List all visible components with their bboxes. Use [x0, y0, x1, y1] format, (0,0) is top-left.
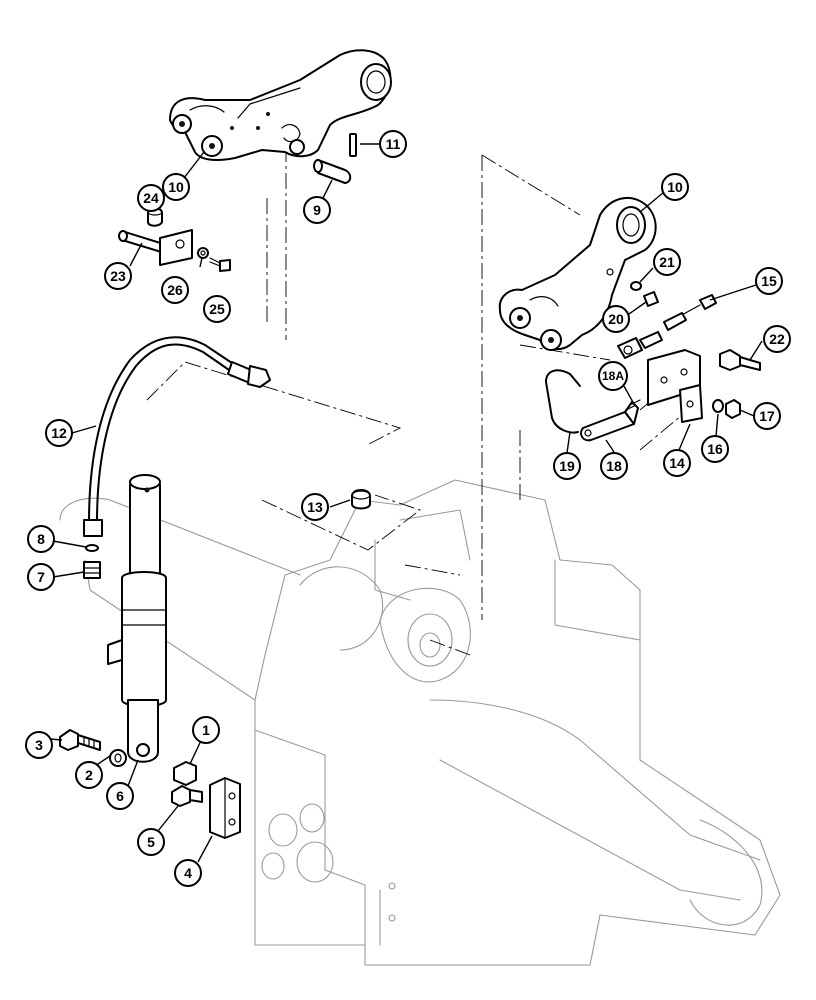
callout-label-9: 9	[313, 202, 321, 218]
callout-19: 19	[553, 452, 581, 480]
transmission-housing	[59, 479, 781, 966]
wire-clip	[545, 369, 581, 434]
callout-label-15: 15	[761, 273, 777, 289]
callout-label-23: 23	[110, 268, 126, 284]
callout-10-right: 10	[661, 173, 689, 201]
callout-label-20: 20	[608, 311, 624, 327]
callout-label-18: 18	[606, 458, 622, 474]
callout-8: 8	[27, 525, 55, 553]
washer-2	[109, 749, 127, 767]
callout-7: 7	[27, 563, 55, 591]
callout-label-1: 1	[202, 722, 210, 738]
callout-14: 14	[663, 449, 691, 477]
callout-label-7: 7	[37, 569, 45, 585]
callout-22: 22	[763, 325, 791, 353]
retaining-pin	[118, 229, 193, 266]
callout-10-upper: 10	[162, 173, 190, 201]
lift-arm-upper	[169, 49, 392, 161]
callout-15: 15	[755, 267, 783, 295]
callout-label-16: 16	[707, 441, 723, 457]
callout-23: 23	[104, 262, 132, 290]
callout-17: 17	[753, 402, 781, 430]
seal-washer-8	[85, 544, 99, 552]
callout-11: 11	[379, 130, 407, 158]
callout-label-26: 26	[167, 282, 183, 298]
washer-26	[197, 247, 209, 259]
bolt-25	[209, 257, 231, 272]
clip-20	[643, 291, 659, 307]
callout-16: 16	[701, 435, 729, 463]
callout-label-24: 24	[143, 190, 159, 206]
adapter-7	[83, 561, 101, 579]
callout-5: 5	[137, 828, 165, 856]
clamp-plate	[209, 777, 241, 839]
callout-4: 4	[174, 859, 202, 887]
callout-25: 25	[203, 295, 231, 323]
callout-label-13: 13	[307, 499, 323, 515]
callout-label-14: 14	[669, 455, 685, 471]
callout-26: 26	[161, 276, 189, 304]
washer-16	[712, 399, 724, 413]
callout-18a: 18A	[598, 361, 628, 391]
mounting-bracket	[647, 349, 703, 423]
callout-label-25: 25	[209, 301, 225, 317]
callout-21: 21	[653, 248, 681, 276]
washer-21	[630, 281, 642, 291]
callout-1: 1	[192, 716, 220, 744]
callout-13: 13	[301, 493, 329, 521]
bolt-3	[59, 729, 101, 751]
nut-17	[725, 399, 741, 419]
callout-label-12: 12	[51, 425, 67, 441]
callout-label-10-right: 10	[667, 179, 683, 195]
callout-24: 24	[137, 184, 165, 212]
roll-pin	[349, 133, 357, 157]
callout-label-19: 19	[559, 458, 575, 474]
callout-label-22: 22	[769, 331, 785, 347]
callout-12: 12	[45, 419, 73, 447]
callout-label-18a: 18A	[602, 369, 624, 383]
lift-arm-right	[498, 196, 657, 351]
hydraulic-pipe	[83, 336, 271, 537]
callout-label-17: 17	[759, 408, 775, 424]
callout-20: 20	[602, 305, 630, 333]
link-rod	[580, 401, 639, 442]
lift-cylinder	[107, 474, 167, 763]
callout-label-21: 21	[659, 254, 675, 270]
nut-1	[173, 761, 197, 786]
callout-6: 6	[106, 782, 134, 810]
plug	[351, 489, 371, 510]
position-sensor	[617, 294, 717, 359]
pivot-pin	[313, 159, 352, 184]
callout-2: 2	[75, 761, 103, 789]
callout-9: 9	[303, 196, 331, 224]
callout-18: 18	[600, 452, 628, 480]
callout-label-5: 5	[147, 834, 155, 850]
bolt-22	[719, 349, 761, 371]
callout-3: 3	[25, 731, 53, 759]
callout-label-2: 2	[85, 767, 93, 783]
bolt-5	[171, 785, 203, 807]
callout-label-6: 6	[116, 788, 124, 804]
callout-label-8: 8	[37, 531, 45, 547]
callouts: 1 2 3 4 5 6 7 8 9 10 10 11 12 13 14 15 1…	[25, 130, 791, 887]
callout-label-4: 4	[184, 865, 192, 881]
callout-label-3: 3	[35, 737, 43, 753]
callout-label-11: 11	[386, 136, 401, 152]
callout-label-10-upper: 10	[168, 179, 184, 195]
